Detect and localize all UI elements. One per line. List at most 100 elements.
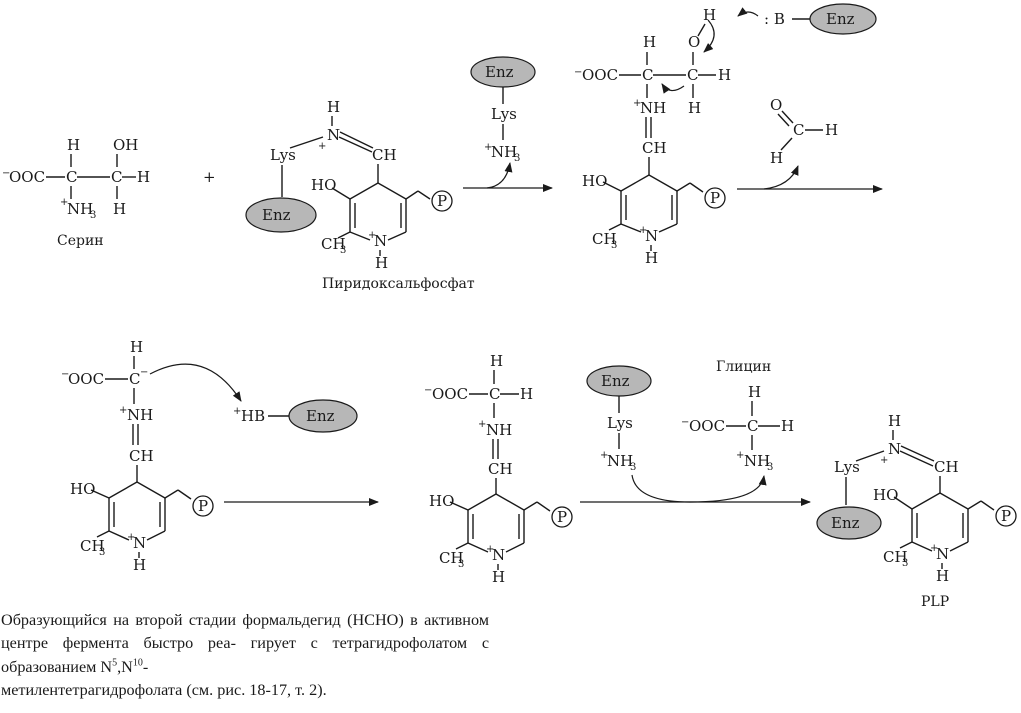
plus-sign: + <box>203 168 216 186</box>
svg-text:N: N <box>936 545 949 563</box>
svg-text:P: P <box>1001 507 1011 525</box>
svg-text:+: + <box>119 405 127 416</box>
svg-text:C: C <box>66 168 77 186</box>
svg-text:NH: NH <box>607 452 633 470</box>
svg-text:H: H <box>492 568 505 586</box>
svg-text:3: 3 <box>902 558 908 569</box>
svg-text:N: N <box>327 126 340 144</box>
svg-text:C: C <box>747 417 758 435</box>
svg-text:H: H <box>888 412 901 430</box>
svg-text:C: C <box>642 66 653 84</box>
svg-text:H: H <box>748 383 761 401</box>
svg-text:N: N <box>888 440 901 458</box>
svg-text:CH: CH <box>488 460 513 478</box>
svg-text:+: + <box>60 197 68 208</box>
caption-sup-10: 10 <box>132 657 143 669</box>
svg-text:+: + <box>368 230 376 241</box>
regenerated-plp-structure: H N + Lys Enz CH N + H HO CH 3 P <box>816 412 1017 585</box>
svg-text:CH: CH <box>372 146 397 164</box>
svg-text:CH: CH <box>883 548 908 566</box>
svg-text:H: H <box>520 385 533 403</box>
svg-text:H: H <box>327 98 340 116</box>
svg-text:H: H <box>375 254 388 272</box>
plp-enzyme-structure: H N + Lys Enz CH N + H HO CH 3 P <box>245 98 453 272</box>
svg-text:+: + <box>600 450 608 461</box>
caption-paragraph: Образующийся на второй стадии формальдег… <box>1 609 489 702</box>
svg-text:NH: NH <box>744 452 770 470</box>
plp-product-label: PLP <box>921 594 949 610</box>
svg-text:C: C <box>489 385 500 403</box>
svg-text:3: 3 <box>630 462 636 473</box>
svg-text:O: O <box>770 96 782 114</box>
svg-text:OOC: OOC <box>582 66 618 84</box>
reaction-arrow-4: Enz Lys + NH 3 Глицин − OOC C H H + NH 3 <box>580 359 811 506</box>
svg-text:H: H <box>113 200 126 218</box>
svg-text:CH: CH <box>934 458 959 476</box>
svg-text:−: − <box>574 67 582 78</box>
svg-text:3: 3 <box>99 547 105 558</box>
svg-text:CH: CH <box>439 549 464 567</box>
svg-text:H: H <box>645 249 658 267</box>
svg-text:Lys: Lys <box>491 105 517 123</box>
svg-text:HB: HB <box>241 407 265 425</box>
svg-text:+: + <box>318 141 326 152</box>
svg-text:Enz: Enz <box>831 514 860 532</box>
svg-text:+: + <box>486 544 494 555</box>
svg-text:C: C <box>793 121 804 139</box>
svg-text:−: − <box>681 417 689 428</box>
svg-text:C: C <box>129 370 140 388</box>
svg-text:H: H <box>718 66 731 84</box>
svg-text:OOC: OOC <box>9 168 45 186</box>
svg-text:−: − <box>140 367 148 378</box>
svg-text:HO: HO <box>873 486 898 504</box>
svg-text:H: H <box>688 99 701 117</box>
svg-text:NH: NH <box>640 99 666 117</box>
caption-dash: - <box>142 657 149 676</box>
caption-comma: ,N <box>117 657 133 676</box>
svg-text:Lys: Lys <box>834 458 860 476</box>
svg-text:C: C <box>687 66 698 84</box>
svg-text:−: − <box>2 168 10 179</box>
svg-text:3: 3 <box>458 559 464 570</box>
reaction-arrow-2: O C H H <box>737 96 883 193</box>
svg-text:H: H <box>825 121 838 139</box>
svg-text:+: + <box>880 455 888 466</box>
svg-text:H: H <box>67 136 80 154</box>
svg-text:H: H <box>781 417 794 435</box>
svg-text:3: 3 <box>767 462 773 473</box>
svg-text:+: + <box>736 450 744 461</box>
svg-text:CH: CH <box>80 537 105 555</box>
svg-text:CH: CH <box>642 139 667 157</box>
glycine-aldimine-structure: − OOC C H H + NH CH N + H HO CH 3 P <box>424 352 573 586</box>
svg-text:HO: HO <box>429 492 454 510</box>
svg-text:HO: HO <box>70 480 95 498</box>
svg-text:−: − <box>61 369 69 380</box>
serine-aldimine-structure: − OOC C C H H O H H + NH CH N + H HO <box>574 3 877 267</box>
svg-text:+: + <box>478 419 486 430</box>
svg-text:CH: CH <box>129 447 154 465</box>
svg-text:N: N <box>492 546 505 564</box>
svg-text:Lys: Lys <box>607 414 633 432</box>
svg-text:Enz: Enz <box>826 10 855 28</box>
svg-text:P: P <box>198 497 208 515</box>
svg-text:H: H <box>643 33 656 51</box>
svg-text:+: + <box>633 98 641 109</box>
svg-text:Enz: Enz <box>601 372 630 390</box>
svg-text:Enz: Enz <box>262 206 291 224</box>
serine-structure: − OOC C C H H + NH 3 OH H <box>2 136 150 221</box>
svg-text:+: + <box>233 406 241 417</box>
svg-text:CH: CH <box>321 235 346 253</box>
svg-text:N: N <box>374 232 387 250</box>
caption-line-3: гирует с тетрагидрофолатом с образование… <box>1 634 490 676</box>
caption-line-4: метилентетрагидрофолата (см. рис. 18-17,… <box>1 680 327 699</box>
svg-text:NH: NH <box>67 200 93 218</box>
serine-label: Серин <box>57 233 104 249</box>
svg-text:OOC: OOC <box>432 385 468 403</box>
svg-text:NH: NH <box>127 406 153 424</box>
svg-text:: B: : B <box>764 10 785 28</box>
caption-sup-5: 5 <box>112 657 118 669</box>
svg-text:3: 3 <box>90 210 96 221</box>
svg-text:H: H <box>137 168 150 186</box>
svg-text:HO: HO <box>311 176 336 194</box>
svg-text:N: N <box>133 534 146 552</box>
